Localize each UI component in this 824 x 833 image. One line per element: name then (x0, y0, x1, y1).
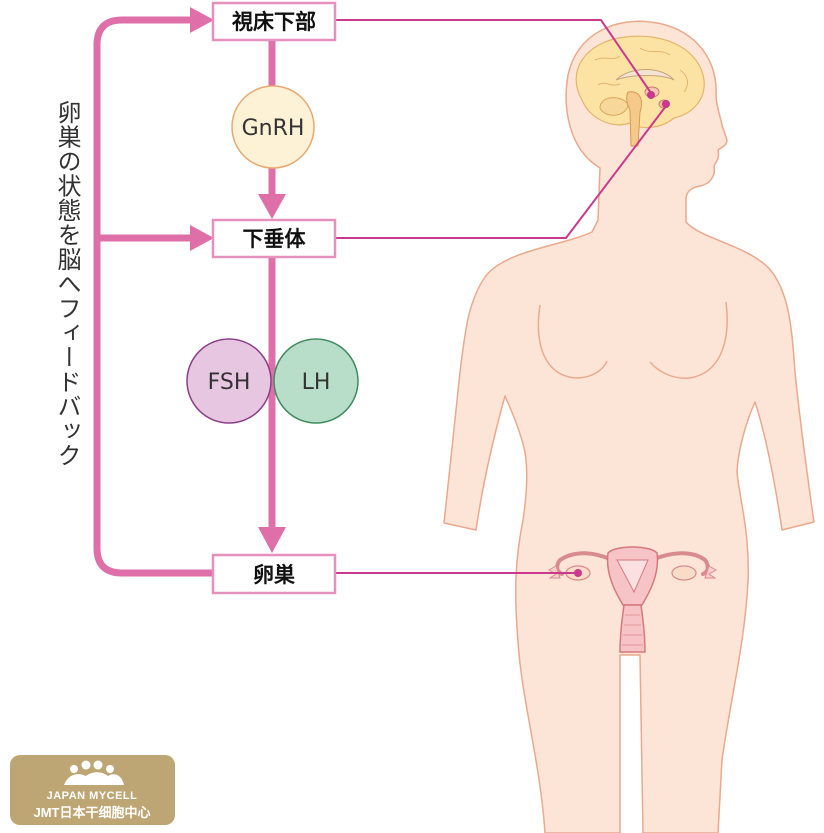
feedback-loop (93, 7, 214, 577)
connector-dot-hypothalamus (647, 91, 655, 99)
lh-label: LH (302, 370, 331, 395)
female-body-silhouette (443, 20, 815, 833)
fallopian-tube-right (650, 551, 710, 576)
ovary-label: 卵巣 (253, 563, 296, 587)
body-outline (443, 20, 815, 833)
connector-hypothalamus (335, 19, 652, 94)
hypothalamus-box: 視床下部 (211, 1, 337, 42)
gnrh-circle (231, 85, 315, 169)
axis-arrowhead-ovary (258, 527, 286, 553)
connector-dot-pituitary (662, 100, 670, 108)
fimbriae (547, 565, 718, 579)
breast-line-right (649, 301, 728, 379)
fsh-bubble: FSH (186, 338, 272, 424)
uterus-cavity (616, 559, 649, 594)
feedback-line (93, 16, 213, 577)
connector-dot-ovary (574, 569, 582, 577)
feedback-label: 卵巣の状態を脳へフィードバック (53, 100, 81, 468)
brain-folds (594, 47, 688, 93)
axis-arrowhead-pituitary (258, 194, 286, 219)
pituitary-label: 下垂体 (243, 227, 307, 251)
feedback-arrowhead-pituitary (190, 225, 214, 251)
logo-line1: JAPAN MYCELL (47, 790, 138, 802)
hypothalamus-box-frame (211, 1, 337, 42)
corpus-callosum (615, 69, 675, 81)
connector-pituitary (335, 105, 667, 239)
vagina (619, 604, 646, 653)
logo-background (10, 755, 175, 825)
hypothalamus-label: 視床下部 (231, 10, 316, 34)
logo-badge: JAPAN MYCELL JMT日本干细胞中心 (10, 755, 175, 825)
gnrh-bubble: GnRH (231, 85, 315, 169)
ovary-box-frame (211, 553, 337, 595)
uterus-icon (547, 546, 718, 653)
ovary-box: 卵巣 (211, 553, 337, 595)
breast-line-left (537, 304, 608, 379)
fsh-circle (186, 338, 272, 424)
lh-bubble: LH (273, 338, 359, 424)
gnrh-label: GnRH (242, 116, 305, 141)
feedback-arrowhead-hypothalamus (190, 7, 214, 33)
pituitary-box-frame (211, 218, 337, 259)
logo-line2: JMT日本干细胞中心 (33, 805, 150, 820)
logo-mark-icon (64, 760, 124, 785)
fallopian-tube-left (555, 551, 614, 576)
lh-circle (273, 338, 359, 424)
pituitary-box: 下垂体 (211, 218, 337, 259)
ovary-right (671, 565, 697, 581)
anatomy-connectors (335, 19, 670, 577)
vagina-rugae (622, 614, 643, 646)
fsh-label: FSH (208, 370, 251, 395)
